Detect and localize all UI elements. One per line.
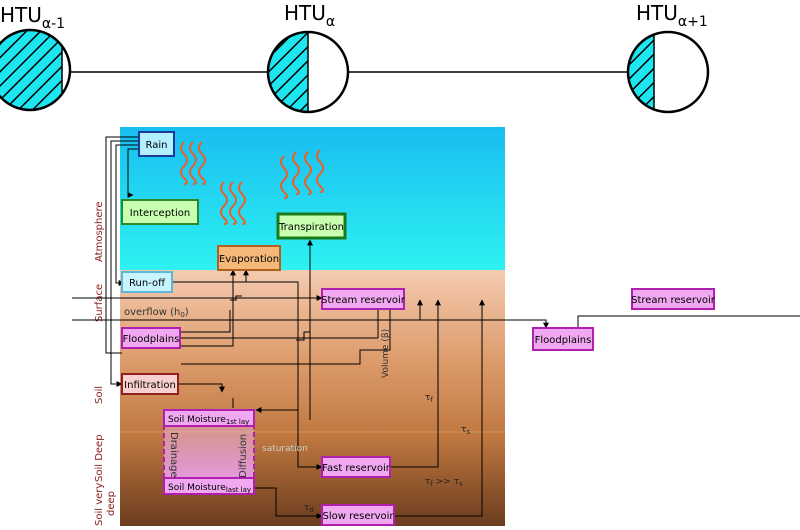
stream-reservoir-right-box: Stream reservoir [631, 288, 716, 310]
tau-f-label: τf [425, 393, 433, 404]
wave-icon [229, 181, 237, 225]
layer-atmosphere: Atmosphere [94, 201, 105, 262]
htu-left-label: HTUα-1 [0, 3, 65, 32]
overflow-label: overflow (h0) [124, 307, 189, 319]
wave-icon [280, 155, 288, 199]
wave-icon [220, 181, 228, 225]
floodplains-label: Floodplains [123, 334, 180, 345]
wave-icon [238, 181, 246, 225]
drainage-label: Drainage [168, 432, 179, 478]
layer-deep: deep [106, 491, 117, 516]
slow-reservoir-label: Slow reservoir [322, 511, 394, 522]
atmosphere-layer [120, 127, 505, 270]
layer-surface: Surface [94, 284, 105, 322]
diffusion-label: Diffusion [238, 434, 249, 478]
wave-icon [292, 151, 300, 195]
volume-label: Volume (β) [381, 329, 391, 378]
tau-inequality-label: τf >> τs [425, 477, 463, 488]
soil-moisture-last-label: Soil Moisturelast lay [168, 483, 251, 494]
soil-moisture-group: Soil Moisture1st lay Soil Moisturelast l… [163, 409, 255, 495]
tau-s-label: τs [461, 425, 470, 436]
stream-reservoir-box: Stream reservoir [321, 288, 406, 310]
htu-left-circle [0, 28, 72, 112]
htu-center-label: HTUα [284, 1, 335, 30]
wave-icon [180, 141, 188, 185]
rain-box: Rain [138, 131, 175, 157]
tau-labels: τf τs τf >> τs τd [304, 393, 470, 514]
stream-reservoir-label: Stream reservoir [321, 295, 406, 306]
runoff-box: Run-off [121, 271, 173, 293]
htu-row: HTUα-1 HTUα HTUα+1 [0, 1, 710, 114]
evaporation-label: Evaporation [219, 254, 279, 265]
tau-d-label: τd [304, 503, 314, 514]
infiltration-label: Infiltration [124, 380, 176, 391]
transpiration-box: Transpiration [276, 212, 347, 240]
floodplains-right-box: Floodplains [532, 327, 594, 351]
interception-box: Interception [121, 199, 199, 225]
runoff-label: Run-off [129, 278, 166, 289]
saturation-label: saturation [262, 444, 308, 454]
evaporation-box: Evaporation [217, 245, 281, 271]
wave-icon [304, 151, 312, 195]
wave-icon [189, 141, 197, 185]
fast-reservoir-label: Fast reservoir [322, 463, 391, 474]
stream-reservoir-right-label: Stream reservoir [631, 295, 716, 306]
htu-right-label: HTUα+1 [636, 1, 708, 30]
wave-icon [198, 141, 206, 185]
interception-label: Interception [130, 208, 190, 219]
soil-moisture-1-label: Soil Moisture1st lay [168, 415, 249, 426]
htu-right-circle [626, 30, 710, 114]
infiltration-box: Infiltration [121, 373, 179, 395]
rain-label: Rain [146, 140, 168, 151]
layer-soil: Soil [94, 386, 105, 404]
layer-soil-very: Soil very [94, 483, 105, 526]
htu-center-circle [266, 30, 350, 114]
vapour-waves [180, 141, 324, 225]
layer-soil-deep: Soil Deep [94, 434, 105, 482]
slow-reservoir-box: Slow reservoir [321, 504, 395, 526]
layer-labels: Atmosphere Surface Soil Soil Deep Soil v… [94, 201, 117, 526]
floodplains-right-label: Floodplains [535, 335, 592, 346]
wave-icon [316, 149, 324, 193]
fast-reservoir-box: Fast reservoir [321, 456, 391, 478]
floodplains-box: Floodplains [121, 327, 181, 349]
transpiration-label: Transpiration [278, 222, 344, 233]
flow-connectors [72, 136, 800, 519]
